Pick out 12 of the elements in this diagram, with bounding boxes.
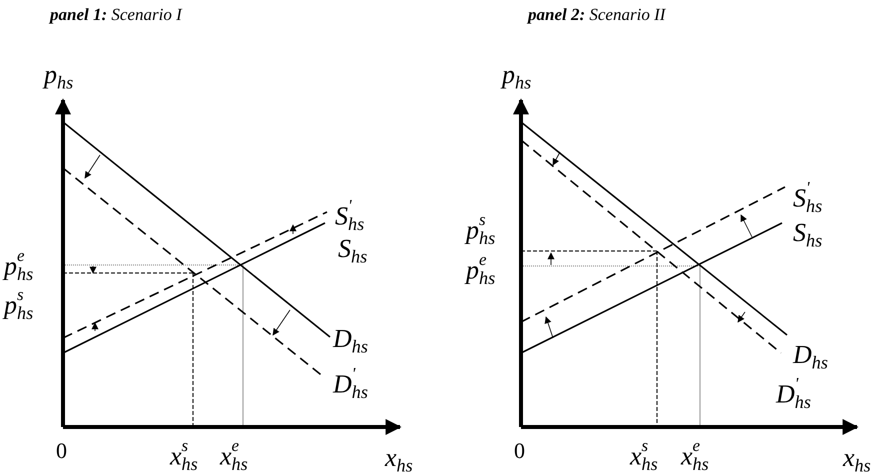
axis-label: x$_{hs}$: [843, 445, 871, 474]
origin-label: 0: [56, 440, 67, 462]
panel-title: panel 1: Scenario I: [50, 6, 182, 23]
curve-label: D$_{hs}$: [793, 342, 828, 372]
origin-label: 0: [514, 440, 525, 462]
axis-label: x$_{hs}$: [385, 445, 413, 474]
curve-label: D$_{hs}$: [333, 326, 368, 356]
panel-title: panel 2: Scenario II: [528, 6, 666, 23]
axis-label: p$_{hs}$: [44, 62, 74, 92]
curve-label: S$_{hs}$: [793, 220, 822, 250]
curve-label: S$_{hs}$: [338, 236, 368, 266]
axis-label: p$_{hs}$: [502, 62, 532, 92]
